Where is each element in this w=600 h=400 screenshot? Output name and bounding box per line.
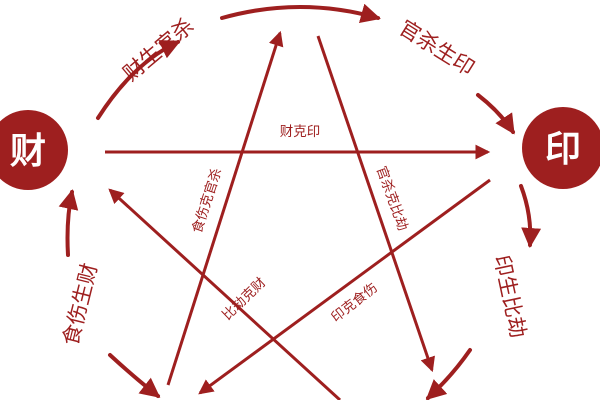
node-wealth-circle — [0, 110, 68, 190]
arrow-wealth-to-officer-a — [96, 40, 181, 120]
generation-cycle — [58, 3, 542, 400]
arrow-seal-controls-food — [198, 178, 491, 395]
label-seal-controls-food: 印克食伤 — [328, 279, 381, 326]
label-officer-controls-peer: 官杀克比劫 — [373, 164, 411, 233]
node-wealth: 财 — [0, 110, 68, 190]
node-seal-label: 印 — [545, 129, 581, 170]
arrow-seal-to-peer — [519, 184, 542, 248]
arrow-food-to-wealth-left — [58, 189, 79, 257]
arrow-officer-to-seal — [476, 93, 515, 135]
label-seal-generates-peer: 印生比劫 — [489, 253, 530, 340]
control-star — [105, 30, 491, 400]
node-seal-circle — [522, 107, 600, 189]
label-wealth-controls-seal: 财克印 — [280, 124, 321, 140]
label-officer-generates-seal: 官杀生印 — [395, 16, 479, 81]
label-wealth-generates-officer: 财生官杀 — [119, 13, 199, 85]
node-wealth-label: 财 — [10, 131, 46, 172]
label-food-generates-wealth: 食伤生财 — [58, 261, 102, 348]
arrow-food-to-wealth-lower-left — [108, 353, 161, 398]
arrow-peer-to-food-lower-right — [425, 348, 472, 400]
arrow-wealth-to-officer-b — [220, 3, 381, 24]
arrow-officer-controls-peer — [316, 35, 435, 373]
label-peer-controls-wealth: 比劫克财 — [219, 275, 269, 324]
arrow-food-controls-officer — [166, 30, 284, 386]
arrow-peer-controls-wealth — [108, 188, 342, 400]
node-seal: 印 — [522, 107, 600, 189]
